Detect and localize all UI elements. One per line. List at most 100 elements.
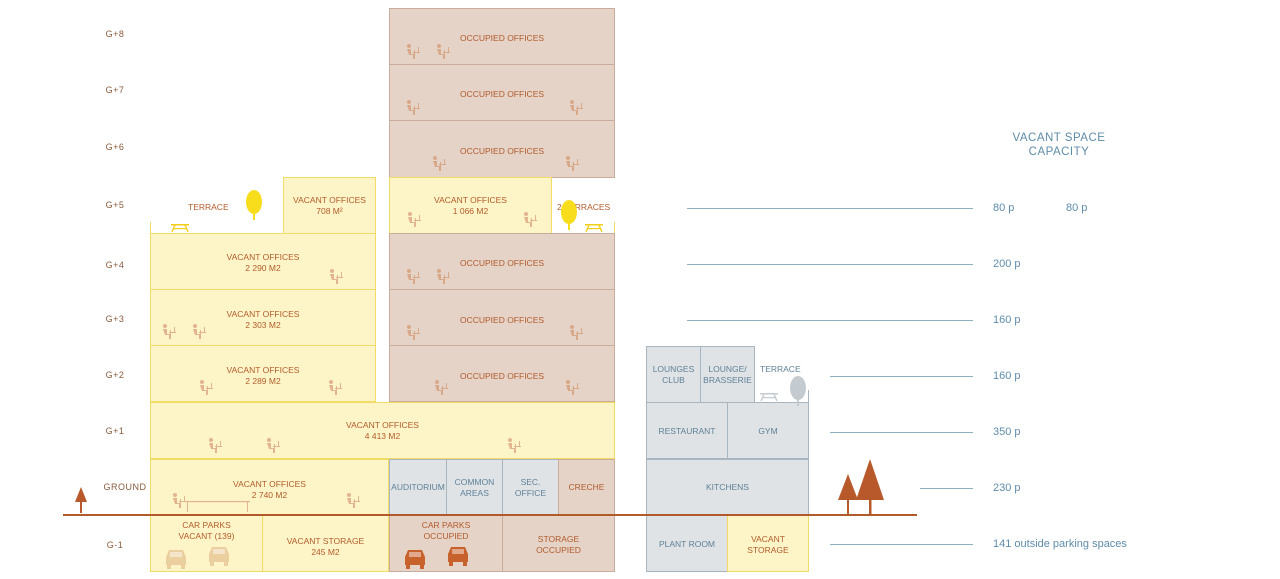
floor-g5-vacant-small: VACANT OFFICES 708 M² xyxy=(283,177,376,234)
capacity-g2: 160 p xyxy=(993,370,1021,382)
vacant-area-label: 2 290 M2 xyxy=(245,263,281,273)
floor-g8-occupied: OCCUPIED OFFICES xyxy=(389,8,615,65)
sec-office-label-2: OFFICE xyxy=(514,488,547,498)
restaurant-label: RESTAURANT xyxy=(658,426,716,436)
sec-office-room: SEC. OFFICE xyxy=(502,459,559,515)
floor-g4-vacant: VACANT OFFICES 2 290 M2 xyxy=(150,233,376,290)
kitchens-label: KITCHENS xyxy=(706,482,749,492)
floor-g4-occupied: OCCUPIED OFFICES xyxy=(389,233,615,290)
vacant-storage-label-1: VACANT STORAGE xyxy=(286,536,365,546)
floor-label-g7: G+7 xyxy=(105,85,125,95)
vacant-offices-label: VACANT OFFICES xyxy=(226,365,300,375)
floor-g3-vacant: VACANT OFFICES 2 303 M2 xyxy=(150,289,376,346)
car-parks-vacant-label-2: VACANT (139) xyxy=(178,531,235,541)
car-parks-occupied: CAR PARKS OCCUPIED xyxy=(389,515,503,572)
restaurant-room: RESTAURANT xyxy=(646,402,728,459)
terrace-rail-right xyxy=(808,390,809,402)
floor-label-g4: G+4 xyxy=(105,260,125,270)
floor-label-g8: G+8 xyxy=(105,29,125,39)
capacity-g5-b: 80 p xyxy=(1066,202,1088,214)
picnic-table-icon xyxy=(170,223,604,233)
terrace-right-label: TERRACE xyxy=(760,364,801,374)
occupied-offices-label: OCCUPIED OFFICES xyxy=(459,315,545,325)
storage-occupied-label-2: OCCUPIED xyxy=(536,545,581,555)
common-areas-label-1: COMMON xyxy=(454,477,495,487)
vacant-storage-left: VACANT STORAGE 245 M2 xyxy=(262,515,389,572)
floor-label-g6: G+6 xyxy=(105,142,125,152)
vacant-storage-label-2: 245 M2 xyxy=(311,547,340,557)
vacant-area-label: 2 740 M2 xyxy=(251,490,288,500)
floor-label-g5: G+5 xyxy=(105,200,125,210)
gym-room: GYM xyxy=(727,402,809,459)
capacity-line-g4 xyxy=(687,264,973,265)
occupied-offices-label: OCCUPIED OFFICES xyxy=(459,146,545,156)
capacity-line-gm1 xyxy=(830,544,973,545)
capacity-line-ground xyxy=(920,488,973,489)
capacity-title-1: VACANT SPACE xyxy=(1012,132,1106,144)
vacant-area-label: 2 303 M2 xyxy=(245,320,281,330)
capacity-line-g5 xyxy=(687,208,973,209)
capacity-title-2: CAPACITY xyxy=(1028,146,1090,158)
capacity-gm1: 141 outside parking spaces xyxy=(993,538,1127,550)
occupied-offices-label: OCCUPIED OFFICES xyxy=(459,258,545,268)
plant-room: PLANT ROOM xyxy=(646,515,728,572)
creche-label: CRECHE xyxy=(568,482,605,492)
floor-g2-vacant: VACANT OFFICES 2 289 M2 xyxy=(150,345,376,402)
vacant-offices-label: VACANT OFFICES xyxy=(293,195,366,205)
capacity-line-g3 xyxy=(687,320,973,321)
tree-icon xyxy=(75,459,884,514)
floor-g1-vacant: VACANT OFFICES 4 413 M2 xyxy=(150,402,615,459)
terrace-rail-tower xyxy=(614,222,615,233)
sec-office-label-1: SEC. xyxy=(520,477,541,487)
tree-icon xyxy=(246,190,577,230)
capacity-line-g1 xyxy=(830,432,973,433)
auditorium-room: AUDITORIUM xyxy=(389,459,447,515)
vacant-storage-right: VACANT STORAGE xyxy=(727,515,809,572)
lounge-brasserie-label-2: BRASSERIE xyxy=(703,375,752,385)
lounge-brasserie-room: LOUNGE/ BRASSERIE xyxy=(700,346,755,403)
capacity-line-g2 xyxy=(830,376,973,377)
car-parks-vacant-label-1: CAR PARKS xyxy=(182,520,231,530)
table-icon xyxy=(185,501,250,512)
floor-label-g1: G+1 xyxy=(105,426,125,436)
capacity-g4: 200 p xyxy=(993,258,1021,270)
floor-label-g3: G+3 xyxy=(105,314,125,324)
auditorium-label: AUDITORIUM xyxy=(391,482,445,492)
gym-label: GYM xyxy=(758,426,778,436)
kitchens-room: KITCHENS xyxy=(646,459,809,515)
lounges-club-label-1: LOUNGES xyxy=(652,364,695,374)
occupied-offices-label: OCCUPIED OFFICES xyxy=(459,89,545,99)
floor-label-g2: G+2 xyxy=(105,370,125,380)
vacant-area-label: 2 289 M2 xyxy=(245,376,281,386)
common-areas-label-2: AREAS xyxy=(460,488,489,498)
floor-label-ground: GROUND xyxy=(103,482,147,492)
vacant-offices-label: VACANT OFFICES xyxy=(346,420,419,430)
common-areas-room: COMMON AREAS xyxy=(446,459,503,515)
vacant-storage-right-label-1: VACANT xyxy=(751,534,785,544)
vacant-offices-label: VACANT OFFICES xyxy=(434,195,507,205)
car-icon xyxy=(405,547,468,569)
storage-occupied-label-1: STORAGE xyxy=(537,534,580,544)
occupied-offices-label: OCCUPIED OFFICES xyxy=(459,33,545,43)
terrace-label: TERRACE xyxy=(188,202,229,212)
floor-g2-occupied: OCCUPIED OFFICES xyxy=(389,345,615,402)
lounges-club-label-2: CLUB xyxy=(662,375,685,385)
car-parks-occupied-label-1: CAR PARKS xyxy=(421,520,471,530)
storage-occupied: STORAGE OCCUPIED xyxy=(502,515,615,572)
occupied-offices-label: OCCUPIED OFFICES xyxy=(459,371,545,381)
terrace-rail-left xyxy=(150,222,151,233)
ground-line xyxy=(63,514,917,516)
lounges-club-room: LOUNGES CLUB xyxy=(646,346,701,403)
lounge-brasserie-label-1: LOUNGE/ xyxy=(708,364,747,374)
creche-room: CRECHE xyxy=(558,459,615,515)
two-terraces-label: 2 TERRACES xyxy=(557,202,611,212)
capacity-ground: 230 p xyxy=(993,482,1021,494)
person-at-desk-icon xyxy=(407,44,583,395)
capacity-g1: 350 p xyxy=(993,426,1021,438)
vacant-offices-label: VACANT OFFICES xyxy=(226,309,300,319)
vacant-offices-label: VACANT OFFICES xyxy=(233,479,306,489)
car-icon xyxy=(166,547,229,569)
floor-label-gm1: G-1 xyxy=(106,540,124,550)
tree-icon xyxy=(790,376,806,406)
